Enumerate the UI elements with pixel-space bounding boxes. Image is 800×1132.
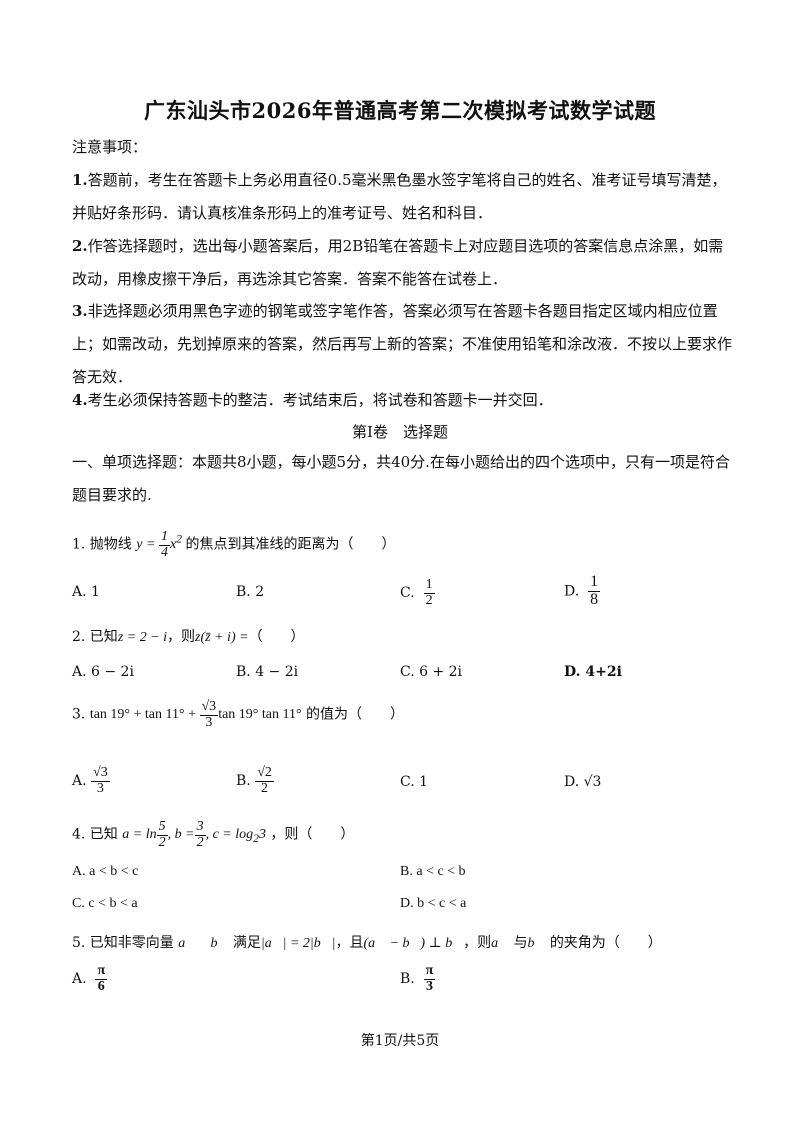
q2-option-d: D. 4+2i (564, 664, 622, 680)
question-2: 2. 已知z = 2 − i，则z(z̄ + i) =（ ） (72, 629, 305, 645)
page-title: 广东汕头市2026年普通高考第二次模拟考试数学试题 (144, 98, 656, 123)
note-item-1: 1.答题前，考生在答题卡上务必用直径0.5毫米黑色墨水签字笔将自己的姓名、准考证… (72, 171, 727, 222)
q2-option-c: C. 6 + 2i (400, 664, 463, 680)
q1-option-b: B. 2 (236, 584, 265, 600)
q2-option-a: A. 6 − 2i (72, 664, 134, 680)
note-item-3: 3.非选择题必须用黑色字迹的钢笔或签字笔作答，答案必须写在答题卡各题目指定区域内… (72, 302, 733, 386)
page-footer: 第1页/共5页 (360, 1033, 440, 1049)
q1-option-a: A. 1 (72, 584, 100, 600)
q2-option-b: B. 4 − 2i (236, 664, 299, 680)
q4-option-d: D. b < c < a (400, 896, 467, 911)
q4-option-a: A. a < b < c (72, 864, 139, 879)
section-title: 第Ⅰ卷 选择题 (352, 423, 448, 441)
note-item-4: 4.考生必须保持答题卡的整洁．考试结束后，将试卷和答题卡一并交回． (72, 391, 553, 409)
q3-option-d: D. √3 (564, 774, 602, 790)
q4-option-b: B. a < c < b (400, 864, 466, 879)
note-item-2: 2.作答选择题时，选出每小题答案后，用2B铅笔在答题卡上对应题目选项的答案信息点… (72, 237, 724, 288)
question-5: 5. 已知非零向量 a⃗ ，b⃗ 满足|a⃗| = 2|b⃗|，且(a⃗ − b… (72, 935, 662, 951)
part-intro: 一、单项选择题：本题共8小题，每小题5分，共40分.在每小题给出的四个选项中，只… (72, 453, 730, 504)
notes-heading: 注意事项： (72, 138, 148, 156)
q3-option-c: C. 1 (400, 774, 429, 790)
q4-option-c: C. c < b < a (72, 896, 138, 911)
